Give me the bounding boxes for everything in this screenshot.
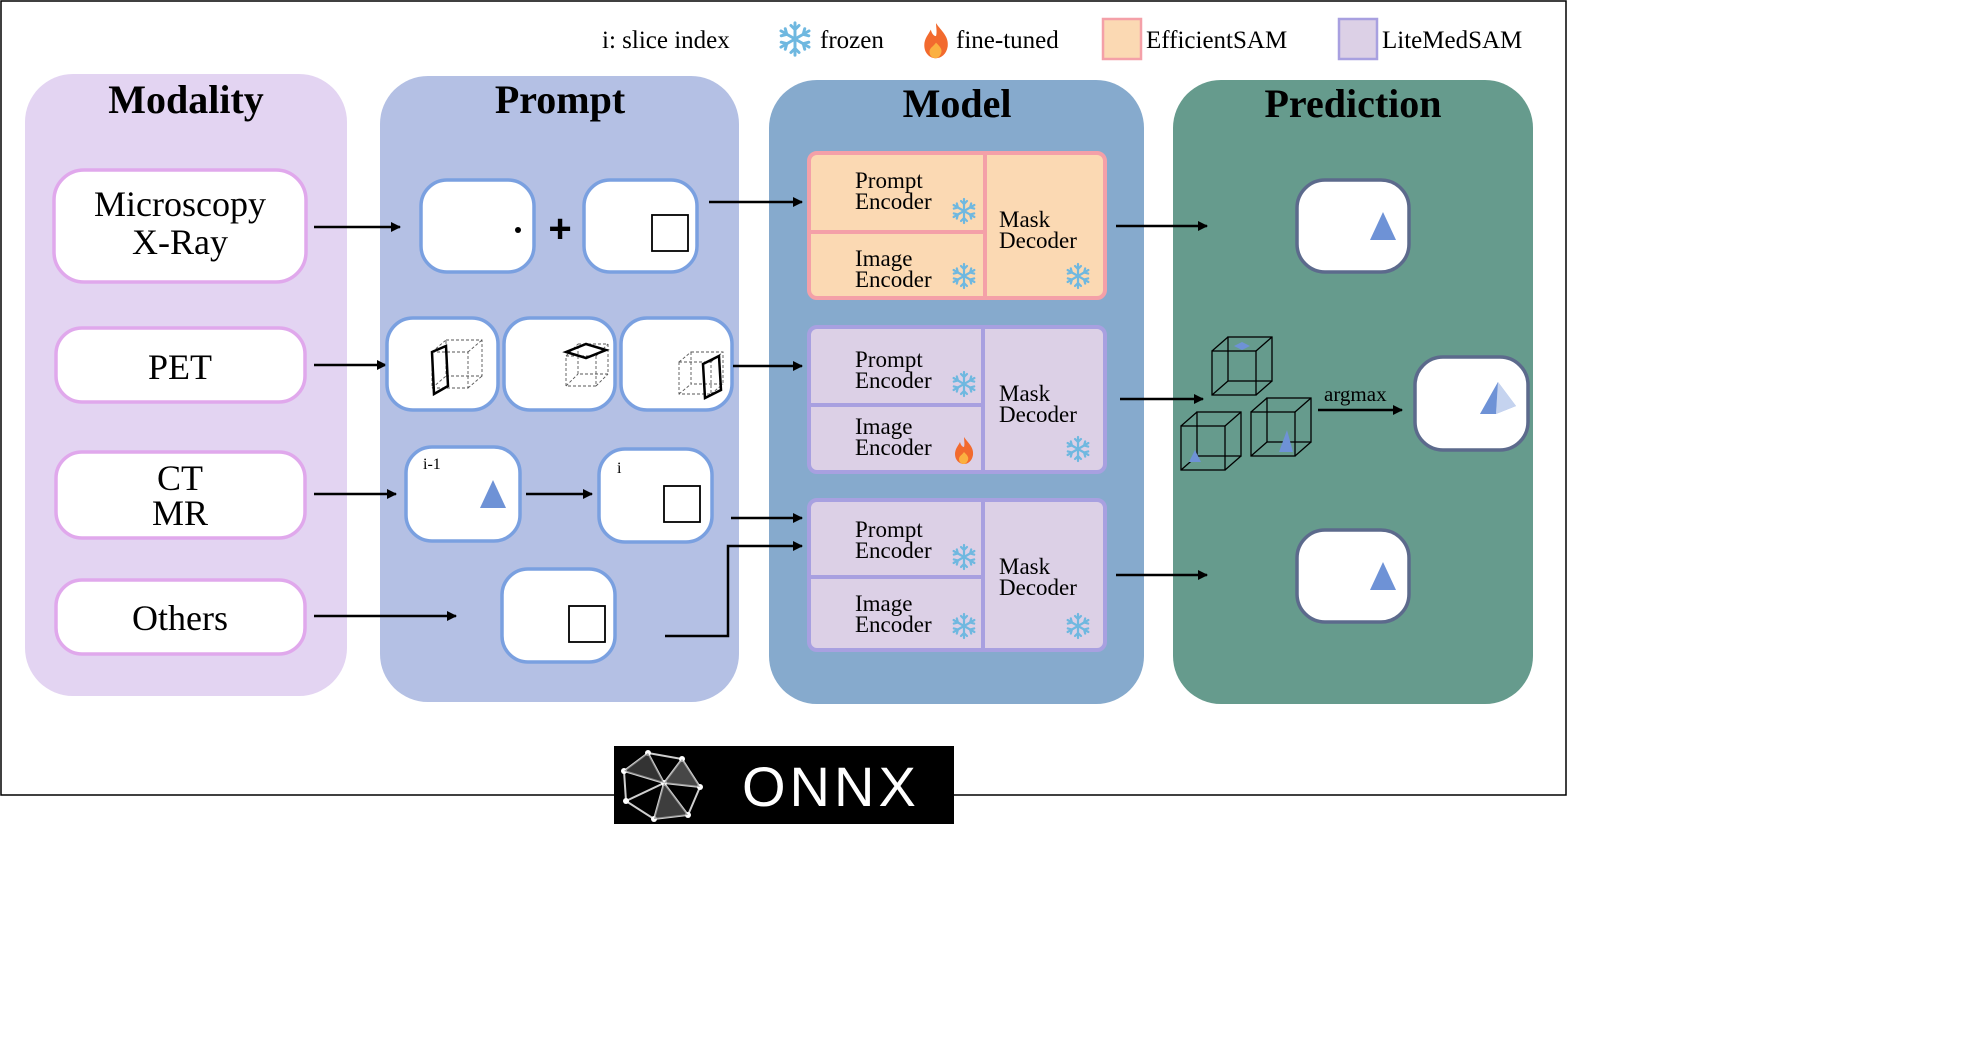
legend-fire-icon xyxy=(924,23,948,59)
arrows-model-to-prediction xyxy=(1116,221,1208,580)
prediction-3-mask-triangle xyxy=(1370,562,1396,590)
arrows-modality-to-prompt xyxy=(314,222,457,621)
others-bbox-square xyxy=(568,605,606,643)
model-title: Model xyxy=(903,81,1012,126)
block3-prompt-encoder-line1: Prompt xyxy=(855,517,923,542)
modality-box-pet: PET xyxy=(54,326,307,404)
prompt-title: Prompt xyxy=(495,77,626,122)
prompt-slice-prev: i-1 xyxy=(404,445,522,543)
modality-xray-label: X-Ray xyxy=(132,222,228,262)
block3-mask-decoder-line2: Decoder xyxy=(999,575,1077,600)
prediction-output-3 xyxy=(1295,528,1411,624)
modality-pet-label: PET xyxy=(148,347,212,387)
onnx-badge: ONNX xyxy=(614,746,954,824)
slice-curr-label: i xyxy=(617,460,622,477)
legend: i: slice index frozen fine-tuned Efficie… xyxy=(602,17,1522,61)
modality-ct-label: CT xyxy=(157,458,203,498)
legend-frozen-icon xyxy=(779,21,811,57)
modality-box-microscopy-xray: Microscopy X-Ray xyxy=(52,168,308,284)
legend-fine-tuned-label: fine-tuned xyxy=(956,27,1059,54)
modality-mr-label: MR xyxy=(152,493,208,533)
block2-prompt-encoder-line2: Encoder xyxy=(855,368,932,393)
slice-prev-mask-triangle xyxy=(480,480,506,508)
slice-prev-label: i-1 xyxy=(423,456,441,473)
block3-mask-decoder-line1: Mask xyxy=(999,554,1051,579)
prompt-3d-box-2 xyxy=(502,316,617,412)
block1-prompt-encoder-line2: Encoder xyxy=(855,189,932,214)
prediction-3d-slices xyxy=(1180,336,1312,471)
legend-litemedsam-swatch xyxy=(1337,17,1379,61)
prediction-1-mask-triangle xyxy=(1370,212,1396,240)
prediction-title: Prediction xyxy=(1264,81,1441,126)
block2-image-encoder-line1: Image xyxy=(855,414,912,439)
modality-title: Modality xyxy=(108,77,264,122)
arrows-prompt-to-model xyxy=(665,197,803,638)
prompt-point-box xyxy=(419,178,536,274)
block1-mask-decoder-line1: Mask xyxy=(999,207,1051,232)
legend-slice-index: i: slice index xyxy=(602,27,730,54)
legend-litemedsam-label: LiteMedSAM xyxy=(1382,27,1522,54)
block3-image-encoder-line2: Encoder xyxy=(855,612,932,637)
prediction-panel xyxy=(1173,80,1533,704)
prediction-output-2 xyxy=(1413,355,1530,452)
modality-others-label: Others xyxy=(132,598,228,638)
prompt-3d-box-3 xyxy=(619,316,734,412)
modality-box-ct-mr: CT MR xyxy=(54,450,307,540)
legend-efficientsam-label: EfficientSAM xyxy=(1146,27,1287,54)
model-block-litemedsam-2: Prompt Encoder Image Encoder Mask Decode… xyxy=(807,325,1107,474)
model-block-efficientsam: Prompt Encoder Image Encoder Mask Decode… xyxy=(807,151,1107,300)
onnx-wordmark: ONNX xyxy=(742,755,920,818)
block1-image-encoder-line1: Image xyxy=(855,246,912,271)
prediction-output-1 xyxy=(1295,178,1411,274)
prediction-2-pyramid xyxy=(1480,382,1516,414)
pipeline-diagram: i: slice index frozen fine-tuned Efficie… xyxy=(0,0,1567,824)
prompt-slice-curr: i xyxy=(597,447,714,544)
block2-mask-decoder-line2: Decoder xyxy=(999,402,1077,427)
legend-efficientsam-swatch xyxy=(1101,17,1143,61)
prompt-3d-box-1 xyxy=(385,316,500,412)
block2-mask-decoder-line1: Mask xyxy=(999,381,1051,406)
block3-prompt-encoder-line2: Encoder xyxy=(855,538,932,563)
model-block-litemedsam-3: Prompt Encoder Image Encoder Mask Decode… xyxy=(807,498,1107,652)
block2-prompt-encoder-line1: Prompt xyxy=(855,347,923,372)
prompt-others-box xyxy=(500,567,617,664)
argmax-label: argmax xyxy=(1324,382,1387,406)
point-prompt-dot xyxy=(515,227,521,233)
block2-image-encoder-line2: Encoder xyxy=(855,435,932,460)
block1-image-encoder-line2: Encoder xyxy=(855,267,932,292)
legend-frozen-label: frozen xyxy=(820,27,884,54)
plus-sign: + xyxy=(548,207,571,251)
slice-curr-bbox xyxy=(663,485,701,523)
onnx-logo-icon xyxy=(621,750,703,822)
modality-box-others: Others xyxy=(54,578,307,656)
modality-microscopy-label: Microscopy xyxy=(94,184,266,224)
prompt-bbox-box xyxy=(582,178,699,274)
block1-mask-decoder-line2: Decoder xyxy=(999,228,1077,253)
bbox-prompt-square xyxy=(651,214,689,252)
block1-prompt-encoder-line1: Prompt xyxy=(855,168,923,193)
block3-image-encoder-line1: Image xyxy=(855,591,912,616)
